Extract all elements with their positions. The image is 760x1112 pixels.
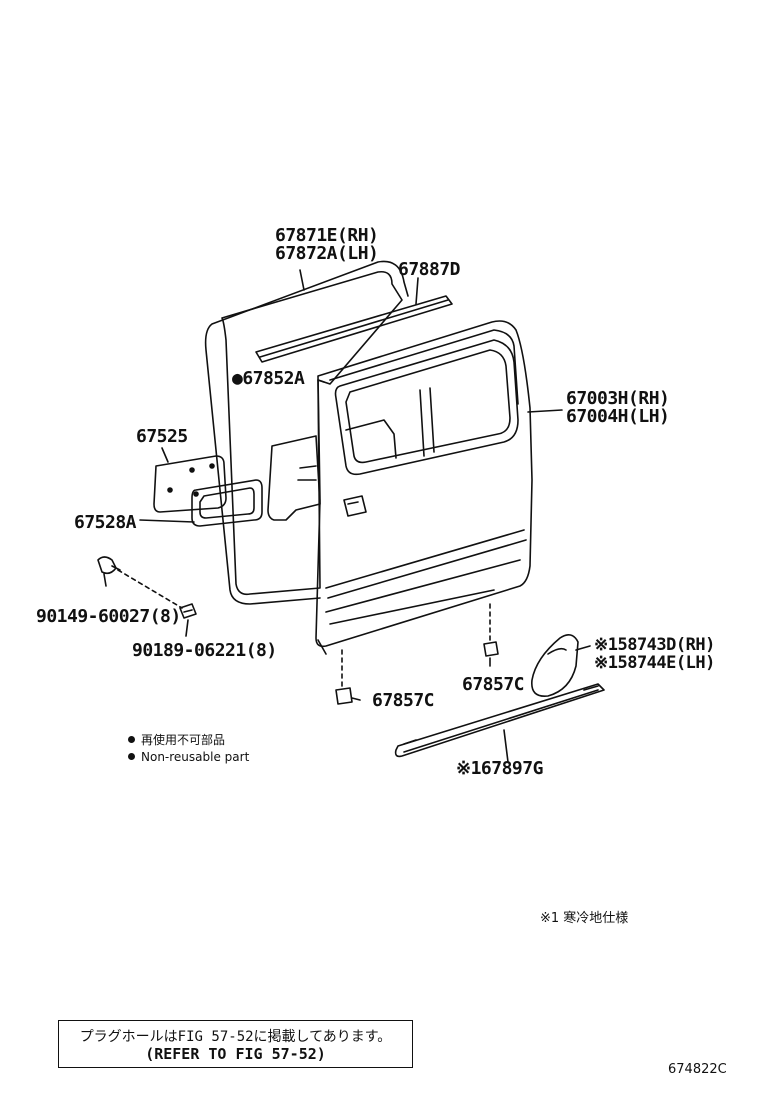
label-clip-nut: 90189-06221(8) [132, 640, 277, 661]
label-door-panel-rh: 67003H(RH) [566, 388, 670, 409]
hole-cover-seal [191, 479, 263, 527]
label-weatherstrip-rh: 67871E(RH) [275, 225, 379, 246]
dashed-connector-2 [160, 520, 186, 608]
label-weatherstrip-lh: 67872A(LH) [275, 243, 379, 264]
label-cushion-left: 67857C [372, 690, 435, 711]
figure-id: 674822C [668, 1062, 727, 1077]
legend-non-reusable-en: Non-reusable part [128, 750, 249, 764]
reference-note-en: (REFER TO FIG 57-52) [145, 1045, 326, 1063]
label-cushion-right: 67857C [462, 674, 525, 695]
service-hole-cover [267, 435, 321, 521]
screw [97, 556, 121, 575]
label-hole-cover-seal: 67528A [74, 512, 137, 533]
mud-guard [531, 634, 579, 697]
door-moulding [394, 683, 605, 758]
leader-lines [103, 269, 591, 763]
legend-non-reusable-jp: 再使用不可部品 [128, 733, 225, 747]
label-guard-rh: ※158743D(RH) [594, 635, 715, 655]
bullet-icon [128, 736, 135, 743]
cushion-right [483, 641, 499, 657]
footnote-cold-region: ※1 寒冷地仕様 [540, 911, 629, 926]
label-hole-cover: 67525 [136, 426, 188, 447]
label-glass-run: 67887D [398, 259, 461, 280]
label-moulding: ※167897G [456, 758, 543, 779]
label-door-panel-lh: 67004H(LH) [566, 406, 670, 427]
dashed-connector [117, 569, 183, 609]
legend-en-text: Non-reusable part [141, 750, 250, 764]
reference-note-box: プラグホールはFIG 57-52に掲載してあります。 (REFER TO FIG… [58, 1020, 413, 1068]
label-service-cover: ●67852A [232, 368, 305, 389]
glass-run-strip [255, 295, 453, 363]
label-screw: 90149-60027(8) [36, 606, 181, 627]
door-weatherstrip [204, 260, 409, 605]
clip-nut [179, 603, 197, 619]
bullet-icon [128, 753, 135, 760]
legend-jp-text: 再使用不可部品 [141, 733, 226, 747]
hole-cover [153, 455, 227, 513]
reference-note-jp: プラグホールはFIG 57-52に掲載してあります。 [79, 1029, 392, 1045]
cushion-left [335, 687, 353, 705]
label-guard-lh: ※158744E(LH) [594, 653, 715, 673]
door-panel [315, 320, 533, 655]
